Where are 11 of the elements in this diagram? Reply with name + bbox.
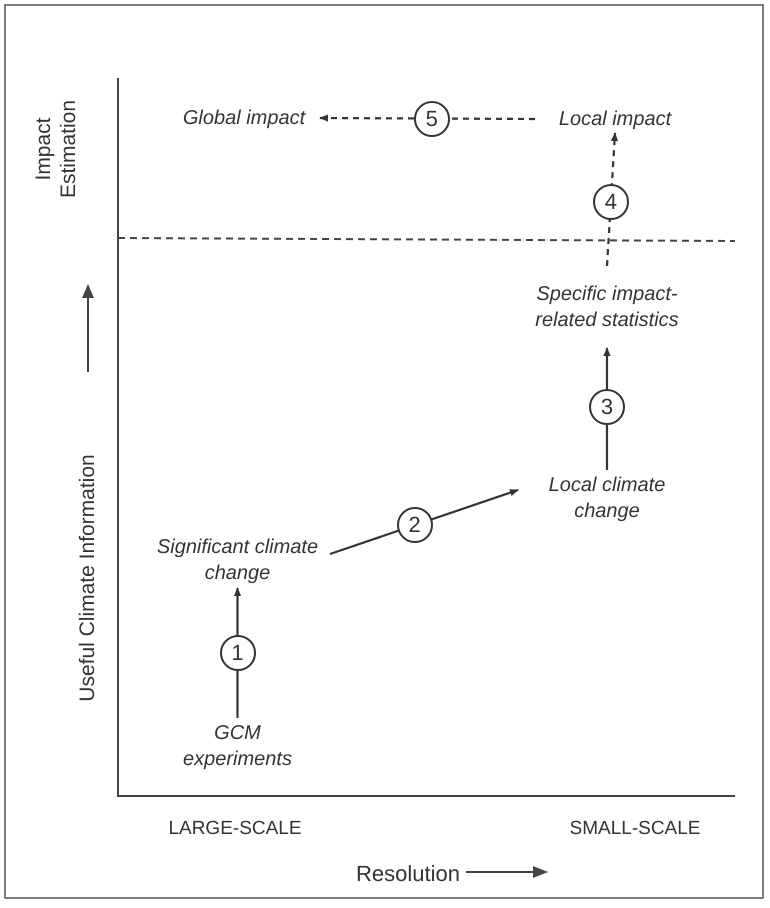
- axis-label: Resolution: [355, 860, 460, 888]
- node-label: Local climate change: [548, 473, 666, 524]
- axis-tick-label: SMALL-SCALE: [568, 817, 702, 841]
- node-label: Local impact: [558, 107, 672, 132]
- node-label: Specific impact-related statistics: [534, 282, 680, 333]
- axis-label: Impact Estimation: [31, 98, 81, 200]
- node-label: Significant climate change: [156, 535, 320, 586]
- node-label: Global impact: [182, 106, 306, 131]
- node-label: GCM experiments: [182, 721, 293, 772]
- axis-tick-label: LARGE-SCALE: [167, 817, 303, 841]
- axis-label: Useful Climate Information: [75, 453, 100, 704]
